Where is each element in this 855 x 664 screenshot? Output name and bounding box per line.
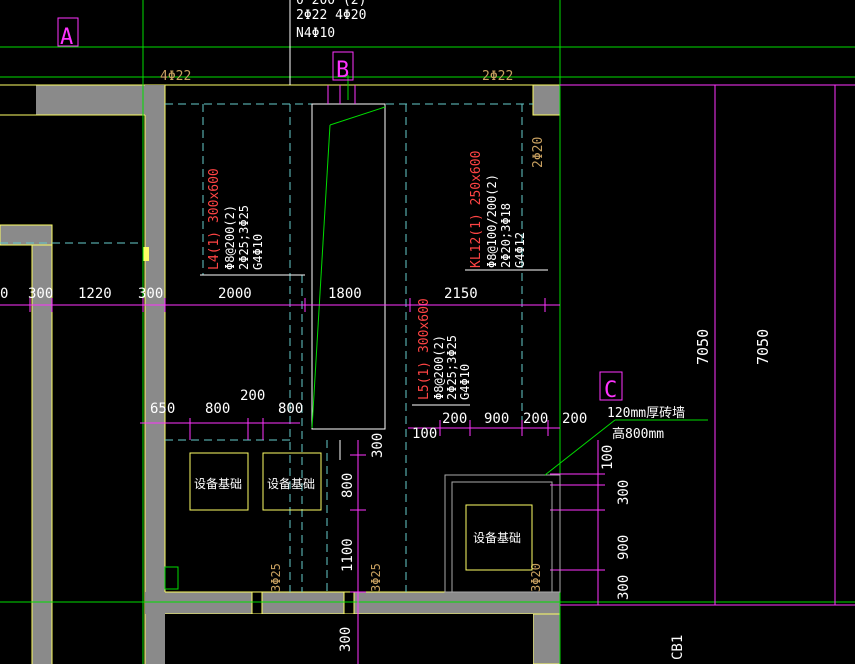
equipment-label-2: 设备基础 <box>267 477 315 491</box>
axis-bubble-b: B <box>336 58 349 83</box>
wall-top-left-dark <box>0 85 36 115</box>
wall-top-right-block <box>532 84 561 116</box>
dim-overall-2: 7050 <box>754 329 772 365</box>
dim-r1-5: 1800 <box>328 286 362 302</box>
rebar-right-side: 2Φ20 <box>531 137 546 168</box>
wall-note: 120mm厚砖墙 高800mm <box>544 406 708 476</box>
dimension-row-1: 0 300 1220 300 2000 1800 2150 <box>0 286 560 312</box>
header-notes: 0 200 (2) 2Φ22 4Φ20 N4Φ10 <box>289 0 366 85</box>
dim-vm-0: 800 <box>340 473 356 498</box>
bottom-label-cb1: CB1 <box>670 635 686 660</box>
dim-vr-0: 100 <box>600 445 616 470</box>
beam-kl12-title: KL12(1) 250x600 <box>469 151 484 268</box>
dim-r1-6: 2150 <box>444 286 478 302</box>
beam-kl12-line3: G4Φ12 <box>513 232 527 268</box>
dim-vr-2: 900 <box>616 535 632 560</box>
rebar-col-c: 3Φ20 <box>529 563 543 592</box>
wall-left-vertical <box>145 85 165 664</box>
equipment-base-1 <box>189 452 249 511</box>
dim-r3-3: 200 <box>523 411 548 427</box>
beam-l5-annotation: L5(1) 300x600 Φ8@200(2) 2Φ25;3Φ25 G4Φ10 <box>412 298 472 406</box>
axis-bubble-a: A <box>60 25 73 50</box>
dim-r3-1: 200 <box>442 411 467 427</box>
axis-bubble-c: C <box>604 378 617 403</box>
axis-bubbles: A B C <box>57 17 623 403</box>
dimension-vertical-mid: 800 1100 300 300 <box>338 433 386 664</box>
equipment-base-3 <box>465 504 533 571</box>
stair-opening <box>311 85 386 460</box>
beam-kl12-line1: Φ8@100/200(2) <box>485 174 499 268</box>
equipment-label-3: 设备基础 <box>473 531 521 545</box>
rebar-top-left: 4Φ22 <box>160 69 191 84</box>
beam-dashed-lines <box>0 103 533 592</box>
equipment-base-2 <box>262 452 322 511</box>
beam-kl12-annotation: KL12(1) 250x600 Φ8@100/200(2) 2Φ20;3Φ18 … <box>465 151 548 271</box>
beam-l4-annotation: L4(1) 300x600 Φ8@200(2) 2Φ25;3Φ25 G4Φ10 <box>200 168 305 276</box>
rebar-labels: 4Φ22 2Φ22 2Φ20 3Φ25 3Φ25 3Φ20 <box>160 69 546 592</box>
dimension-overall: 7050 7050 <box>560 84 855 606</box>
dimension-row-2: 650 800 200 800 <box>140 388 303 440</box>
dim-r1-4: 2000 <box>218 286 252 302</box>
header-line2: N4Φ10 <box>296 26 335 41</box>
equipment-bases: 设备基础 设备基础 设备基础 <box>164 452 561 593</box>
wall-note-line1: 120mm厚砖墙 <box>607 406 685 421</box>
beam-l5-line3: G4Φ10 <box>458 364 472 400</box>
beam-l4-line3: G4Φ10 <box>251 234 265 270</box>
dim-r2-2: 200 <box>240 388 265 404</box>
dim-r1-2: 1220 <box>78 286 112 302</box>
dim-r1-3: 300 <box>138 286 163 302</box>
beam-l4-line1: Φ8@200(2) <box>223 205 237 270</box>
header-line1: 2Φ22 4Φ20 <box>296 8 366 23</box>
beam-l5-title: L5(1) 300x600 <box>417 298 432 400</box>
dim-r1-0: 0 <box>0 286 8 302</box>
dim-overall-1: 7050 <box>694 329 712 365</box>
dim-vm-3: 300 <box>338 627 354 652</box>
dimension-row-3: 100 200 900 200 200 <box>408 411 587 442</box>
dim-vm-1: 1100 <box>340 538 356 572</box>
rebar-col-b: 3Φ25 <box>369 563 383 592</box>
dim-r2-1: 800 <box>205 401 230 417</box>
wall-far-left <box>31 244 53 664</box>
wall-note-line2: 高800mm <box>612 426 664 442</box>
beam-l4-line2: 2Φ25;3Φ25 <box>237 205 251 270</box>
beam-l4-title: L4(1) 300x600 <box>207 168 222 270</box>
dim-r3-2: 900 <box>484 411 509 427</box>
rebar-col-a: 3Φ25 <box>269 563 283 592</box>
dimension-vertical-right: 100 300 900 300 <box>550 440 632 605</box>
beam-kl12-line2: 2Φ20;3Φ18 <box>499 203 513 268</box>
dim-r2-0: 650 <box>150 401 175 417</box>
dim-vr-1: 300 <box>616 480 632 505</box>
beam-l5-line1: Φ8@200(2) <box>432 335 446 400</box>
dim-vm-2: 300 <box>370 433 386 458</box>
wall-left-small <box>0 224 53 246</box>
equipment-label-1: 设备基础 <box>194 477 242 491</box>
dim-r3-4: 200 <box>562 411 587 427</box>
dim-vr-3: 300 <box>616 575 632 600</box>
wall-right-vertical <box>532 613 561 664</box>
dim-r1-1: 300 <box>28 286 53 302</box>
dim-r3-0: 100 <box>412 426 437 442</box>
rebar-top-right: 2Φ22 <box>482 69 513 84</box>
header-partial: 0 200 (2) <box>296 0 366 8</box>
dim-r2-3: 800 <box>278 401 303 417</box>
walls <box>0 84 561 664</box>
beam-l5-line2: 2Φ25;3Φ25 <box>445 335 459 400</box>
